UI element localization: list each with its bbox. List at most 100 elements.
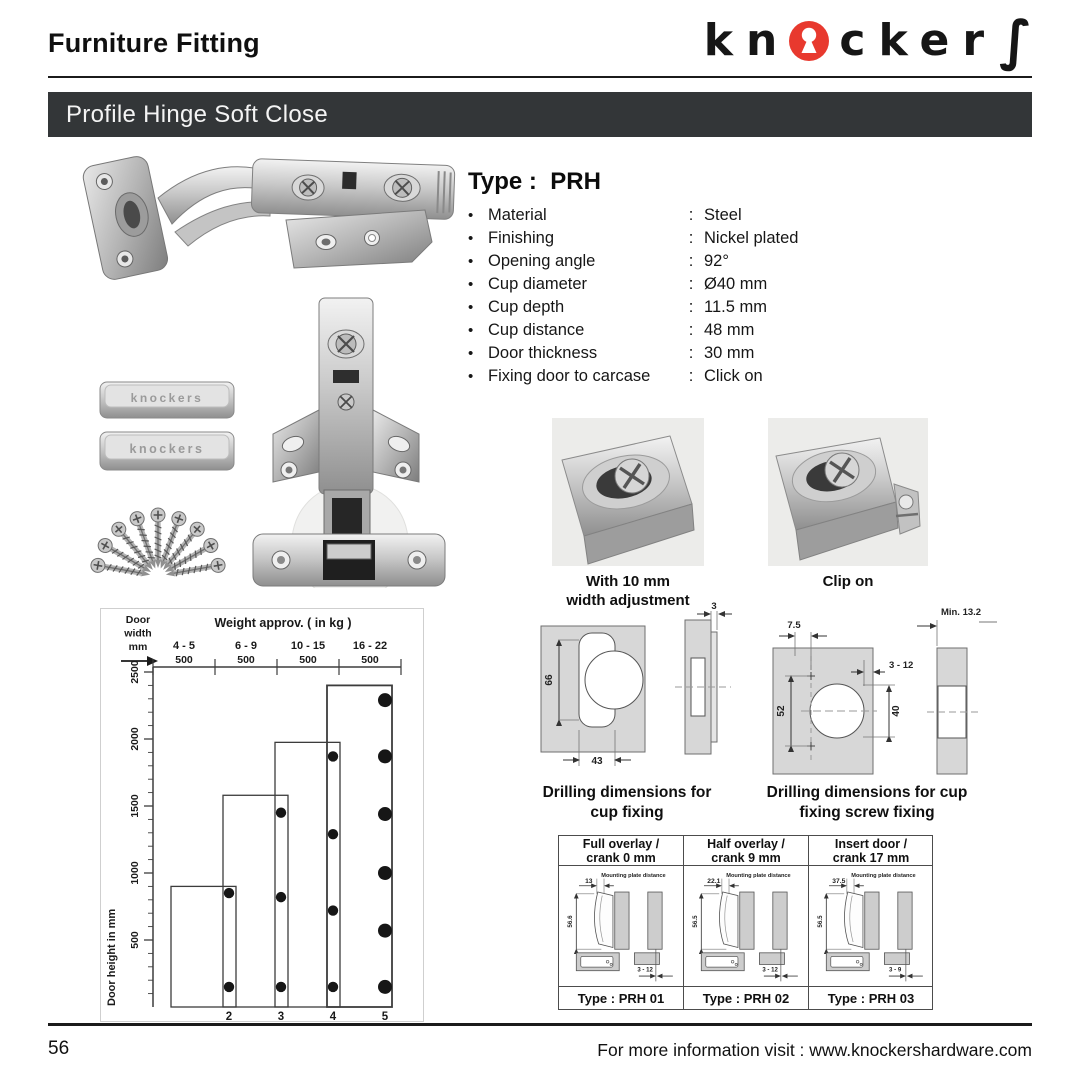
hinge-cup-plate-bottom bbox=[252, 533, 446, 587]
svg-text:Mounting plate distance: Mounting plate distance bbox=[851, 873, 915, 879]
product-photo-hinge-open bbox=[82, 156, 456, 280]
svg-text:3: 3 bbox=[278, 1011, 284, 1021]
svg-text:37.5: 37.5 bbox=[832, 878, 845, 885]
type-col-header: Insert door / crank 17 mm bbox=[809, 836, 933, 866]
cover-cap: knockers bbox=[99, 431, 235, 471]
drill-diagram-cup-fixing: 66 43 3 bbox=[540, 601, 732, 767]
spec-row: •Material:Steel bbox=[468, 206, 742, 224]
types-table: Full overlay / crank 0 mm Half overlay /… bbox=[558, 835, 933, 1010]
spec-row: •Door thickness:30 mm bbox=[468, 344, 755, 362]
brand-text-right: cker bbox=[839, 15, 998, 66]
dim-screw-offset: 7.5 bbox=[787, 620, 801, 631]
type-label-row: Type : PRH 03 bbox=[809, 986, 933, 1009]
svg-text:56.5: 56.5 bbox=[817, 915, 824, 928]
brand-text-left: kn bbox=[703, 15, 791, 66]
product-photo-cover-caps: knockers knockers bbox=[99, 381, 235, 471]
feature-photo-clip-on bbox=[768, 418, 928, 566]
type-cell-diagram: Mounting plate distance 37.5 56.5 bbox=[809, 866, 933, 986]
spec-row: •Cup distance:48 mm bbox=[468, 321, 755, 339]
svg-text:Mounting plate distance: Mounting plate distance bbox=[601, 873, 665, 879]
cover-cap: knockers bbox=[99, 381, 235, 419]
hinge-body bbox=[250, 158, 456, 220]
spec-row: •Cup depth:11.5 mm bbox=[468, 298, 767, 316]
feature-caption-width-adjust: With 10 mm width adjustment bbox=[566, 573, 690, 609]
brand-logo: kn cker ∫ bbox=[704, 12, 1032, 70]
svg-text:mm: mm bbox=[129, 641, 148, 653]
feature-caption-clip-on: Clip on bbox=[822, 573, 874, 590]
footer-info: For more information visit : www.knocker… bbox=[597, 1040, 1032, 1060]
bullet-icon: • bbox=[468, 299, 474, 316]
svg-text:22.1: 22.1 bbox=[707, 878, 720, 885]
svg-text:4 - 5: 4 - 5 bbox=[173, 640, 195, 652]
svg-text:Mounting plate distance: Mounting plate distance bbox=[726, 873, 790, 879]
footer-rule bbox=[48, 1023, 1032, 1026]
svg-text:10 - 15: 10 - 15 bbox=[291, 640, 325, 652]
page-title: Furniture Fitting bbox=[48, 28, 260, 58]
feature-photo-width-adjust bbox=[552, 418, 704, 566]
keyhole-icon bbox=[789, 21, 830, 61]
dim-cup-diameter: 40 bbox=[891, 705, 902, 717]
svg-text:3 - 9: 3 - 9 bbox=[889, 968, 902, 974]
spec-row: •Fixing door to carcase:Click on bbox=[468, 367, 763, 385]
dim-plate-gap: 3 bbox=[711, 601, 716, 612]
svg-text:2000: 2000 bbox=[129, 727, 141, 751]
svg-text:16 - 22: 16 - 22 bbox=[353, 640, 387, 652]
svg-text:Door height in mm: Door height in mm bbox=[106, 909, 118, 1006]
section-banner-title: Profile Hinge Soft Close bbox=[66, 100, 328, 128]
spec-row: •Finishing:Nickel plated bbox=[468, 229, 799, 247]
spec-row: •Opening angle:92° bbox=[468, 252, 729, 270]
hinge-mounting-plate bbox=[272, 297, 420, 495]
dim-min-depth: Min. 13.2 bbox=[941, 607, 981, 618]
svg-text:500: 500 bbox=[175, 654, 193, 666]
type-label-row: Type : PRH 02 bbox=[684, 986, 809, 1009]
svg-text:width: width bbox=[123, 628, 151, 640]
page-number: 56 bbox=[48, 1038, 70, 1059]
section-banner: Profile Hinge Soft Close bbox=[48, 92, 1032, 137]
screw-fan bbox=[90, 508, 226, 582]
svg-text:5: 5 bbox=[382, 1011, 389, 1021]
svg-text:13: 13 bbox=[585, 878, 593, 885]
brand-long-s: ∫ bbox=[999, 9, 1032, 72]
svg-text:500: 500 bbox=[129, 931, 141, 949]
type-heading: Type : PRH bbox=[468, 168, 601, 195]
hinge-mount-bracket bbox=[285, 209, 433, 269]
clip-tab bbox=[893, 483, 921, 535]
svg-text:56.6: 56.6 bbox=[567, 915, 574, 928]
type-cell-diagram: Mounting plate distance 13 56.6 bbox=[559, 866, 684, 986]
dim-overlay-range: 3 - 12 bbox=[889, 660, 913, 671]
type-cell-diagram: Mounting plate distance 22.1 56.5 bbox=[684, 866, 809, 986]
svg-text:2: 2 bbox=[226, 1011, 232, 1021]
bullet-icon: • bbox=[468, 345, 474, 362]
product-photo-screws bbox=[80, 480, 240, 582]
drill-diagram-screw-fixing: 7.5 3 - 12 52 40 Min. 13.2 bbox=[772, 607, 997, 775]
bullet-icon: • bbox=[468, 253, 474, 270]
cap-embossed-text: knockers bbox=[131, 391, 204, 405]
svg-text:500: 500 bbox=[237, 654, 255, 666]
svg-text:3 - 12: 3 - 12 bbox=[762, 968, 778, 974]
bullet-icon: • bbox=[468, 230, 474, 247]
hinge-cup-plate bbox=[82, 156, 169, 280]
svg-text:4: 4 bbox=[330, 1011, 337, 1021]
dim-cup-height: 66 bbox=[544, 674, 555, 686]
svg-text:2500: 2500 bbox=[129, 660, 141, 684]
svg-text:1500: 1500 bbox=[129, 794, 141, 818]
svg-text:6 - 9: 6 - 9 bbox=[235, 640, 257, 652]
bullet-icon: • bbox=[468, 368, 474, 385]
cap-embossed-text: knockers bbox=[130, 442, 205, 456]
bullet-icon: • bbox=[468, 322, 474, 339]
svg-text:Weight approv. ( in kg ): Weight approv. ( in kg ) bbox=[214, 616, 351, 630]
product-photo-hinge-assembly bbox=[252, 297, 446, 588]
dim-screw-spacing: 52 bbox=[776, 705, 787, 717]
type-col-header: Half overlay / crank 9 mm bbox=[684, 836, 809, 866]
header-rule bbox=[48, 76, 1032, 78]
svg-text:1000: 1000 bbox=[129, 861, 141, 885]
svg-text:500: 500 bbox=[361, 654, 379, 666]
svg-text:Door: Door bbox=[126, 614, 151, 626]
type-col-header: Full overlay / crank 0 mm bbox=[559, 836, 684, 866]
type-label-row: Type : PRH 01 bbox=[559, 986, 684, 1009]
svg-text:500: 500 bbox=[299, 654, 317, 666]
dim-cup-width: 43 bbox=[591, 756, 603, 767]
